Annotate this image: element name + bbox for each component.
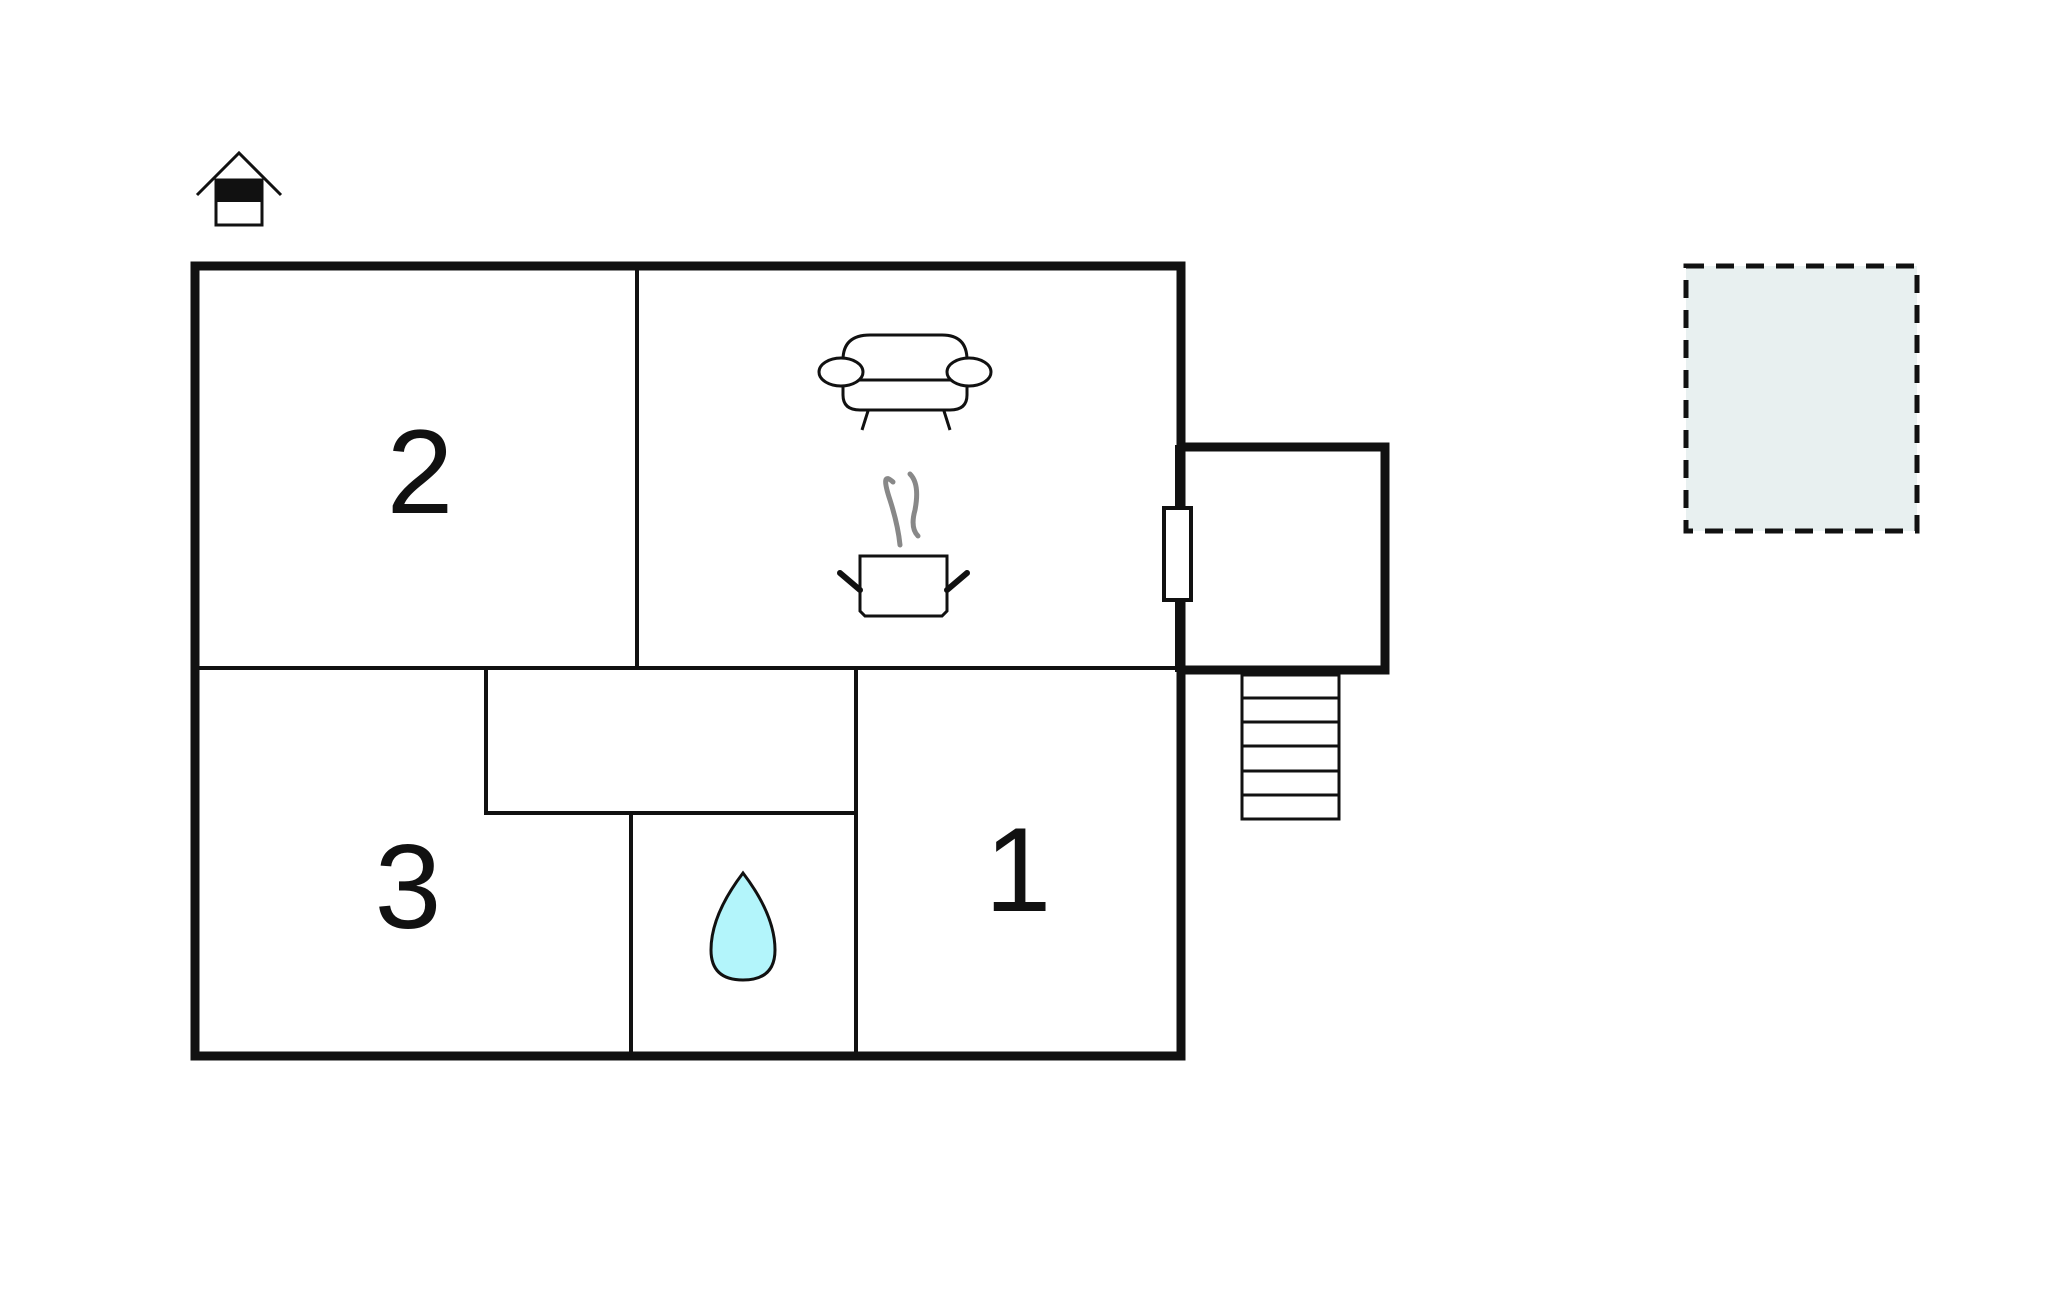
interior-walls [197, 268, 1179, 1054]
sofa-icon [817, 333, 993, 431]
stairs-icon [1240, 673, 1341, 821]
room-number-1: 1 [985, 803, 1052, 937]
house-floor-icon [195, 150, 283, 227]
outdoor-area [1683, 263, 1920, 534]
outer-wall [190, 261, 1186, 1061]
room-number-3: 3 [375, 820, 442, 954]
room-number-2: 2 [387, 405, 454, 539]
door-icon [1162, 506, 1193, 602]
porch-wall [1176, 442, 1390, 675]
water-drop-icon [709, 870, 777, 982]
cooking-pot-icon [837, 471, 970, 618]
